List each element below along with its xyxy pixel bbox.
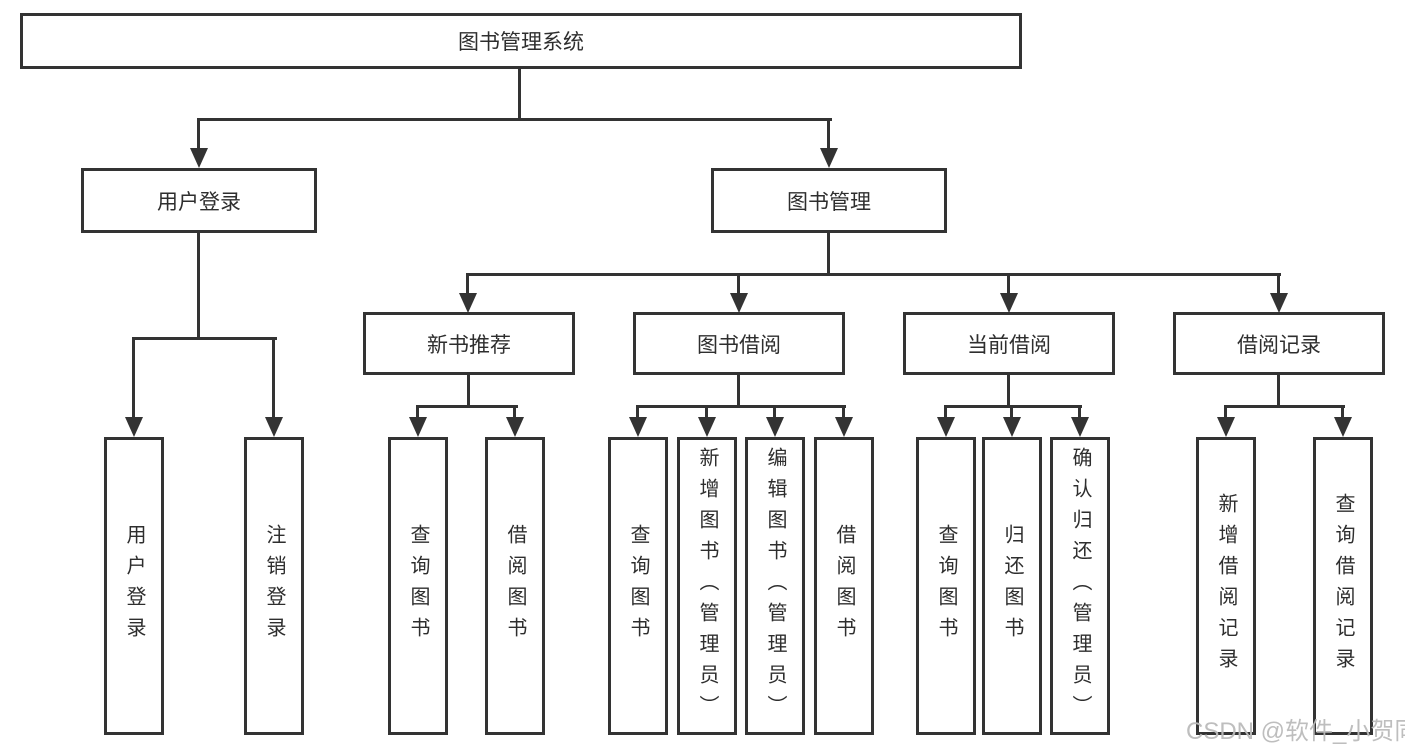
node-borrow-record-label: 借阅记录 — [1237, 333, 1321, 357]
leaf-current-confirm-return: 确认归还（管理员） — [1050, 437, 1110, 735]
connector-shaft — [1341, 405, 1344, 419]
arrowhead-down — [459, 293, 477, 313]
connector-shaft — [513, 405, 516, 419]
node-book-borrow: 图书借阅 — [633, 312, 845, 375]
arrowhead-down — [937, 417, 955, 437]
leaf-borrow-edit-book-label: 编辑图书（管理员） — [764, 446, 786, 726]
arrowhead-down — [265, 417, 283, 437]
connector-shaft — [197, 118, 200, 152]
connector-shaft — [1007, 273, 1010, 297]
leaf-borrow-edit-book: 编辑图书（管理员） — [745, 437, 805, 735]
leaf-borrow-add-book-label: 新增图书（管理员） — [696, 446, 718, 726]
arrowhead-down — [506, 417, 524, 437]
node-borrow-record: 借阅记录 — [1173, 312, 1385, 375]
connector-shaft — [1224, 405, 1227, 419]
arrowhead-down — [1000, 293, 1018, 313]
connector-shaft — [272, 337, 275, 419]
connector-level2-rail — [197, 118, 832, 121]
arrowhead-down — [1003, 417, 1021, 437]
leaf-current-return-book-label: 归还图书 — [1001, 524, 1023, 648]
leaf-borrow-query-book: 查询图书 — [608, 437, 668, 735]
connector-shaft — [773, 405, 776, 419]
leaf-current-confirm-return-label: 确认归还（管理员） — [1069, 446, 1091, 726]
leaf-recommend-query-book-label: 查询图书 — [407, 524, 429, 648]
arrowhead-down — [820, 148, 838, 168]
connector-current-stem — [1007, 374, 1010, 407]
connector-borrow-stem — [737, 374, 740, 407]
connector-shaft — [416, 405, 419, 419]
arrowhead-down — [190, 148, 208, 168]
connector-shaft — [1277, 273, 1280, 297]
connector-shaft — [1078, 405, 1081, 419]
watermark: CSDN @软件_小贺同学 — [1186, 718, 1405, 745]
leaf-current-return-book: 归还图书 — [982, 437, 1042, 735]
connector-shaft — [827, 118, 830, 152]
node-root-label: 图书管理系统 — [458, 31, 584, 54]
connector-current-rail — [944, 405, 1082, 408]
leaf-recommend-query-book: 查询图书 — [388, 437, 448, 735]
connector-recommend-rail — [416, 405, 518, 408]
connector-shaft — [1010, 405, 1013, 419]
node-book-management-label: 图书管理 — [787, 190, 871, 214]
connector-user-stem — [197, 232, 200, 339]
leaf-borrow-add-book: 新增图书（管理员） — [677, 437, 737, 735]
node-new-book-recommend-label: 新书推荐 — [427, 333, 511, 357]
connector-user-rail — [132, 337, 277, 340]
node-current-borrow: 当前借阅 — [903, 312, 1115, 375]
leaf-logout-label: 注销登录 — [263, 524, 285, 648]
leaf-user-login: 用户登录 — [104, 437, 164, 735]
leaf-borrow-borrow-book: 借阅图书 — [814, 437, 874, 735]
node-current-borrow-label: 当前借阅 — [967, 333, 1051, 357]
connector-shaft — [636, 405, 639, 419]
arrowhead-down — [730, 293, 748, 313]
connector-root-stem — [518, 68, 521, 120]
leaf-borrow-query-book-label: 查询图书 — [627, 524, 649, 648]
node-book-management: 图书管理 — [711, 168, 947, 233]
node-user-login-label: 用户登录 — [157, 190, 241, 214]
arrowhead-down — [629, 417, 647, 437]
arrowhead-down — [766, 417, 784, 437]
leaf-record-query-record-label: 查询借阅记录 — [1332, 493, 1354, 679]
leaf-record-add-record: 新增借阅记录 — [1196, 437, 1256, 735]
arrowhead-down — [1334, 417, 1352, 437]
connector-borrow-rail — [636, 405, 846, 408]
connector-shaft — [737, 273, 740, 297]
node-user-login: 用户登录 — [81, 168, 317, 233]
arrowhead-down — [1071, 417, 1089, 437]
connector-shaft — [944, 405, 947, 419]
arrowhead-down — [409, 417, 427, 437]
connector-level3-rail — [466, 273, 1281, 276]
connector-shaft — [705, 405, 708, 419]
connector-shaft — [132, 337, 135, 419]
connector-mgmt-stem — [827, 232, 830, 276]
leaf-user-login-label: 用户登录 — [123, 524, 145, 648]
leaf-current-query-book-label: 查询图书 — [935, 524, 957, 648]
arrowhead-down — [1217, 417, 1235, 437]
node-new-book-recommend: 新书推荐 — [363, 312, 575, 375]
leaf-logout: 注销登录 — [244, 437, 304, 735]
node-root: 图书管理系统 — [20, 13, 1022, 69]
connector-record-rail — [1224, 405, 1345, 408]
arrowhead-down — [698, 417, 716, 437]
leaf-recommend-borrow-book-label: 借阅图书 — [504, 524, 526, 648]
leaf-current-query-book: 查询图书 — [916, 437, 976, 735]
leaf-recommend-borrow-book: 借阅图书 — [485, 437, 545, 735]
connector-record-stem — [1277, 374, 1280, 407]
arrowhead-down — [125, 417, 143, 437]
leaf-record-query-record: 查询借阅记录 — [1313, 437, 1373, 735]
leaf-borrow-borrow-book-label: 借阅图书 — [833, 524, 855, 648]
arrowhead-down — [835, 417, 853, 437]
leaf-record-add-record-label: 新增借阅记录 — [1215, 493, 1237, 679]
node-book-borrow-label: 图书借阅 — [697, 333, 781, 357]
connector-recommend-stem — [467, 374, 470, 407]
connector-shaft — [842, 405, 845, 419]
arrowhead-down — [1270, 293, 1288, 313]
connector-shaft — [466, 273, 469, 297]
